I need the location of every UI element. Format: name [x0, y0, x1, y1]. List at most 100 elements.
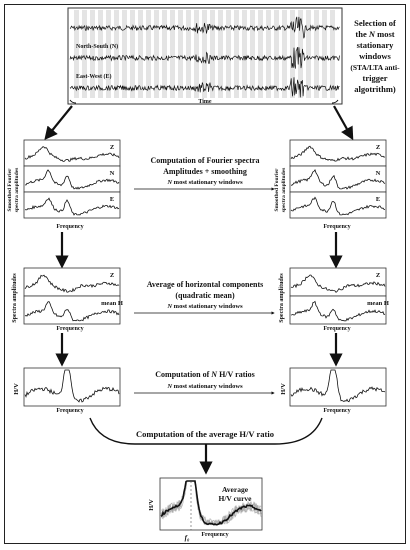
horizontal-left-z-curve	[24, 274, 120, 293]
horizontal-right-ylabel: Spectra amplitudes	[279, 273, 285, 323]
hv-n: N	[210, 370, 218, 379]
fourier-left-xlabel: Frequency	[56, 224, 83, 230]
f0-label: f₀	[185, 534, 190, 542]
hv-text-2: N most stationary windows	[166, 383, 243, 390]
horizontal-right-z-curve	[290, 274, 386, 293]
fourier-right-e	[289, 191, 387, 219]
window-band	[234, 10, 239, 98]
window-band	[242, 10, 247, 98]
average-title: Computation of the average H/V ratio	[136, 429, 274, 439]
horizontal-n: N	[166, 303, 172, 310]
fourier-n: N	[166, 179, 172, 186]
fourier-left-e-curve	[24, 197, 120, 216]
horizontal-left-z-label: Z	[110, 272, 114, 279]
selection-line-7: algotrithm)	[354, 84, 396, 94]
window-band	[250, 10, 255, 98]
window-band	[178, 10, 183, 98]
selection-the: the	[355, 29, 367, 39]
window-band	[90, 10, 95, 98]
window-band	[194, 10, 199, 98]
window-band	[314, 10, 319, 98]
window-band	[218, 10, 223, 98]
hv-caption: Computation of N H/V ratios N most stati…	[134, 370, 275, 395]
fourier-left: ZNE Smoothed Fourier spectra amplitudes …	[7, 139, 121, 230]
horizontal-right-h-curve	[290, 300, 386, 322]
average-hv-panel: H/V Frequency Average H/V curve f₀	[148, 477, 263, 542]
trace-east-west	[69, 77, 340, 98]
fourier-right-e-curve	[290, 196, 386, 216]
selection-most: most	[377, 29, 395, 39]
hv-left-box-curve	[24, 369, 120, 403]
window-band	[146, 10, 151, 98]
selection-n: N	[368, 29, 376, 39]
fourier-left-ylabel-2: spectra amplitudes	[14, 168, 20, 212]
selection-line-2: the N most	[355, 29, 394, 39]
hv-most: most stationary windows	[174, 383, 243, 390]
window-band	[162, 10, 167, 98]
hv-right: H/V Frequency	[280, 367, 387, 414]
fourier-left-z-label: Z	[110, 144, 114, 151]
figure-frame	[4, 4, 406, 544]
horizontal-caption: Average of horizontal components (quadra…	[134, 280, 275, 315]
fourier-left-e-label: E	[110, 196, 114, 203]
fourier-left-n	[23, 165, 121, 193]
fourier-text-1: Computation of Fourier spectra	[151, 156, 260, 165]
average-curve-label-1: Average	[222, 485, 249, 494]
fourier-left-z-curve	[24, 146, 120, 162]
horizontal-left-h-label: mean H	[101, 300, 123, 307]
horizontal-right-xlabel: Frequency	[323, 326, 350, 332]
hv-text-1: Computation of N H/V ratios	[155, 370, 254, 379]
fourier-right-n-curve	[291, 169, 386, 190]
average-hv-curve	[160, 480, 262, 526]
window-band	[282, 10, 287, 98]
window-band	[202, 10, 207, 98]
fourier-left-n-label: N	[110, 170, 115, 177]
fourier-left-e	[23, 191, 121, 219]
average-xlabel: Frequency	[201, 532, 228, 538]
fourier-right: ZNE Smoothed Fourier spectra amplitudes …	[274, 139, 387, 230]
stationary-windows	[74, 10, 335, 98]
hv-left: H/V Frequency	[13, 367, 121, 414]
time-axis-label: Time	[198, 99, 212, 105]
selection-line-4: windows	[359, 51, 391, 61]
horizontal-text-3: N most stationary windows	[166, 303, 243, 310]
label-north-south: North-South (N)	[76, 43, 118, 50]
window-band	[322, 10, 327, 98]
horizontal-right-h	[289, 295, 387, 325]
fourier-right-z-label: Z	[376, 144, 380, 151]
hv-computation: Computation of	[155, 370, 209, 379]
horizontal-left-h	[23, 295, 121, 325]
trace-vertical	[69, 16, 340, 39]
fourier-right-n-label: N	[376, 170, 381, 177]
label-east-west: East-West (E)	[76, 73, 112, 80]
selection-line-1: Selection of	[354, 18, 396, 28]
horizontal-right-z-label: Z	[376, 272, 380, 279]
fourier-text-2: Amplitudes + smoothing	[163, 167, 247, 176]
fourier-left-z	[23, 139, 121, 167]
fourier-caption: Computation of Fourier spectra Amplitude…	[134, 156, 275, 191]
window-band	[114, 10, 119, 98]
average-ylabel: H/V	[148, 499, 155, 511]
horizontal-text-1: Average of horizontal components	[147, 280, 264, 289]
hv-left-xlabel: Frequency	[56, 408, 83, 414]
fourier-right-ylabel-1: Smoothed Fourier	[274, 168, 280, 211]
hv-n2: N	[166, 383, 172, 390]
window-band	[170, 10, 175, 98]
fourier-left-n-curve	[24, 169, 120, 190]
fourier-left-ylabel-1: Smoothed Fourier	[7, 168, 13, 211]
average-curve-label-2: H/V curve	[219, 494, 253, 503]
horizontal-left-xlabel: Frequency	[56, 326, 83, 332]
fourier-right-e-label: E	[376, 196, 380, 203]
window-band	[130, 10, 135, 98]
horizontal-right-h-label: mean H	[367, 300, 389, 307]
window-band	[258, 10, 263, 98]
fourier-most: most stationary windows	[174, 179, 243, 186]
hv-right-ylabel: H/V	[280, 383, 287, 395]
seismogram-panel: North-South (N) East-West (E) Time	[67, 7, 343, 105]
window-band	[122, 10, 127, 98]
arrow-to-left-fourier	[44, 105, 73, 141]
window-band	[186, 10, 191, 98]
